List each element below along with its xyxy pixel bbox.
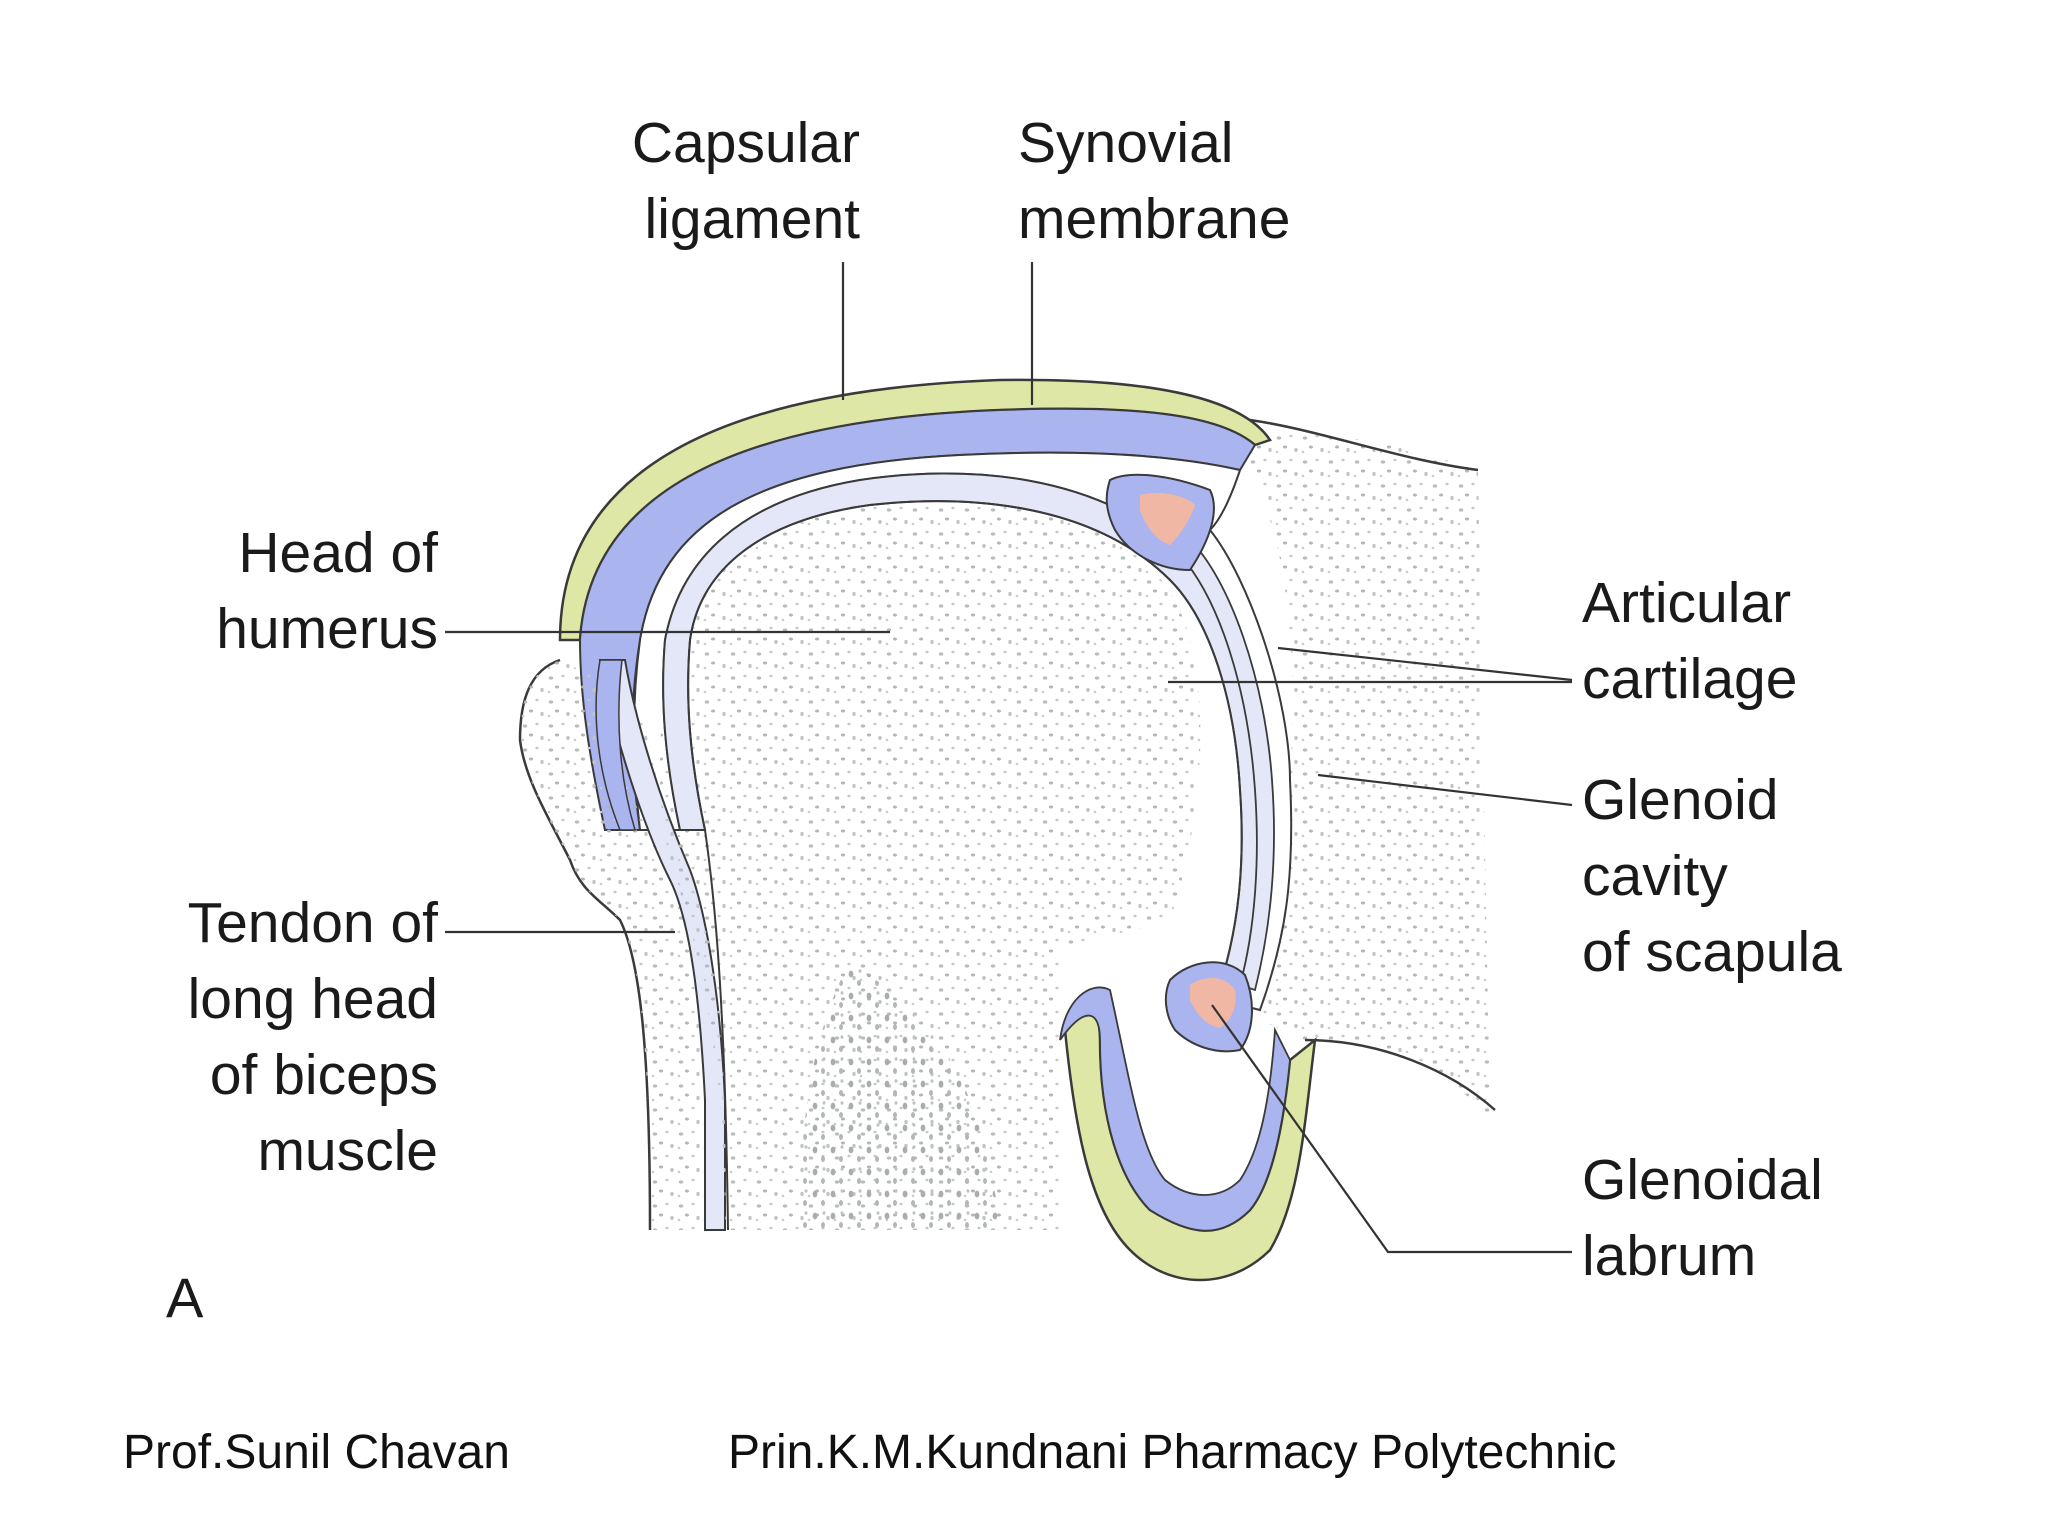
label-head-of-humerus: Head of humerus xyxy=(216,521,438,661)
humerus-lateral-fill xyxy=(520,660,720,1230)
humeral-head-dense-region xyxy=(800,960,1000,1230)
label-capsular-ligament: Capsular ligament xyxy=(631,111,860,251)
scapula-bone xyxy=(1230,433,1490,1120)
scapula-lower-outline xyxy=(1304,1038,1496,1111)
label-articular-cartilage: Articular cartilage xyxy=(1582,571,1798,711)
label-glenoid-cavity: Glenoid cavity of scapula xyxy=(1582,768,1842,984)
biceps-tendon-sheath xyxy=(595,659,637,831)
footer-institution: Prin.K.M.Kundnani Pharmacy Polytechnic xyxy=(728,1426,1617,1479)
label-glenoidal-labrum: Glenoidal labrum xyxy=(1582,1148,1823,1288)
panel-letter: A xyxy=(166,1266,204,1329)
label-synovial-membrane: Synovial membrane xyxy=(1018,111,1291,251)
scapula-outline xyxy=(1249,418,1479,472)
humeral-head-bone xyxy=(660,497,1201,1230)
footer-author: Prof.Sunil Chavan xyxy=(123,1426,510,1479)
upper-labrum xyxy=(1140,493,1195,545)
inferior-recess-synovial xyxy=(1059,986,1291,1232)
lower-labrum xyxy=(1190,978,1236,1028)
leader-glenoidal-labrum xyxy=(1211,1004,1572,1254)
humerus-shaft-inner-line xyxy=(704,829,729,1231)
humerus-head-outline xyxy=(687,500,1243,1001)
leader-articular-cartilage-1 xyxy=(1277,646,1573,682)
leader-glenoid-cavity xyxy=(1317,773,1573,807)
label-tendon-biceps: Tendon of long head of biceps muscle xyxy=(187,891,438,1183)
